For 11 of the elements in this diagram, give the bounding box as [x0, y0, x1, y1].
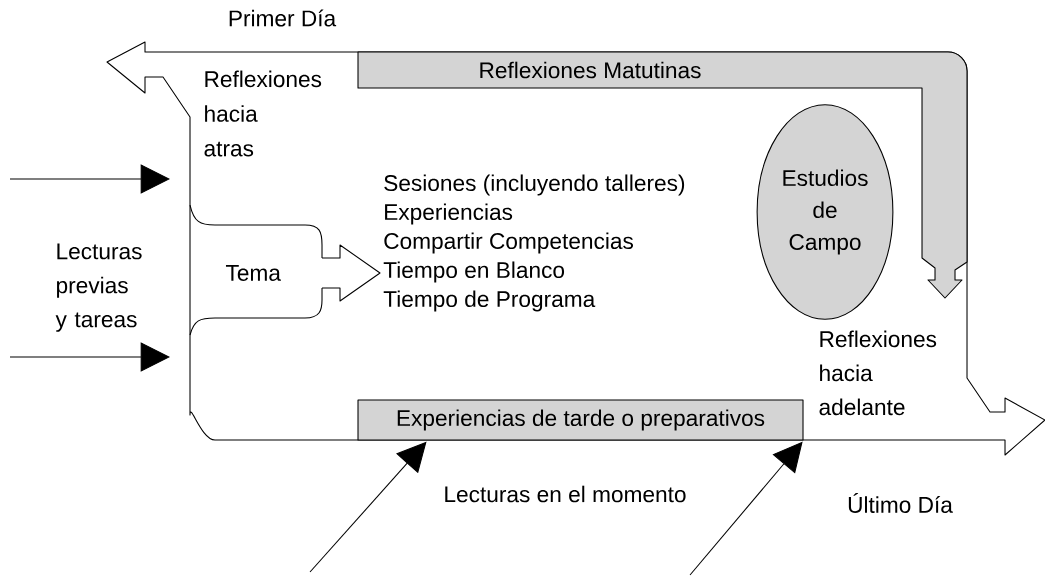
- text-label: Primer Día: [229, 9, 337, 27]
- text-label: Último Día: [848, 493, 953, 513]
- text-label: Lecturas previas y tareas: [55, 243, 142, 332]
- arrow: [689, 441, 803, 576]
- text-label: Reflexiones hacia adelante: [819, 330, 937, 416]
- text-label: Lecturas en el momento: [445, 485, 686, 503]
- hollow-arrow: [321, 244, 381, 302]
- text-label: Reflexiones hacia atras: [204, 70, 322, 157]
- arrow: [309, 441, 427, 573]
- activity-box: Experiencias de tarde o preparativos: [357, 399, 804, 441]
- topic-label: Tema: [225, 265, 281, 281]
